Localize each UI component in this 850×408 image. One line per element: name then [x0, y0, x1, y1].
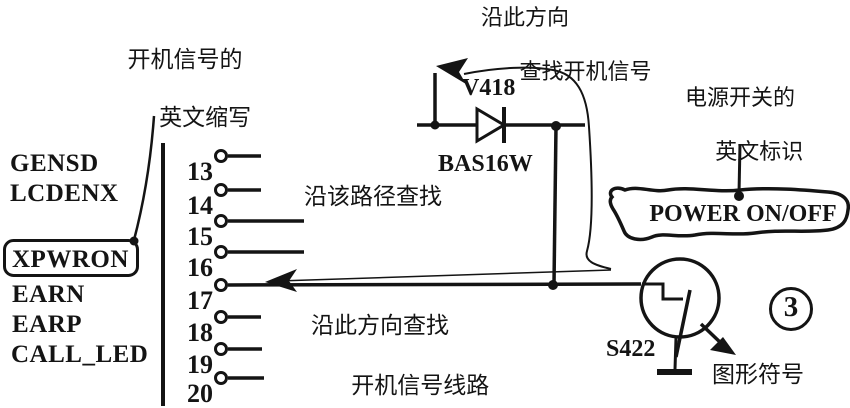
abbr-note-leader	[129, 115, 156, 246]
abbr-note-line1: 开机信号的	[127, 47, 243, 72]
pin-number-18: 18	[187, 318, 213, 347]
abbr-note: 开机信号的 英文缩写	[105, 45, 265, 132]
abbr-note-line2: 英文缩写	[159, 105, 252, 130]
signal-label-xpwron: XPWRON	[12, 246, 129, 273]
signal-label-gensd: GENSD	[10, 150, 99, 177]
trace-up-note-line2: 查找开机信号	[519, 59, 652, 84]
trace-up-arrow	[436, 58, 612, 270]
connector-pin-header	[161, 143, 304, 406]
pin-number-14: 14	[187, 191, 213, 220]
graphic-symbol-arrow	[699, 322, 736, 355]
pin-number-17: 17	[187, 286, 213, 315]
diode-symbol	[417, 73, 585, 285]
trace-path-note: 沿该路径查找	[304, 184, 442, 209]
trace-up-note: 沿此方向 查找开机信号	[481, 4, 652, 85]
trace-left-note-line1: 沿此方向查找	[311, 313, 449, 338]
signal-label-call-led: CALL_LED	[11, 341, 149, 368]
diode-ref-label: V418	[462, 75, 516, 101]
graphic-symbol-note: 图形符号	[712, 362, 804, 387]
power-label-note: 电源开关的 英文标识	[665, 84, 815, 165]
switch-symbol	[639, 257, 721, 370]
power-label-note-line1: 电源开关的	[684, 85, 795, 110]
signal-label-earn: EARN	[12, 281, 85, 308]
power-note-leader	[734, 143, 744, 201]
signal-label-earp: EARP	[12, 311, 83, 338]
power-onoff-bubble	[608, 186, 850, 242]
trace-up-note-line1: 沿此方向	[481, 5, 570, 30]
signal-label-lcdenx: LCDENX	[10, 180, 119, 207]
power-label-note-line2: 英文标识	[715, 139, 804, 164]
trace-left-note-line2: 开机信号线路	[351, 373, 490, 398]
power-onoff-label: POWER ON/OFF	[649, 201, 837, 227]
pin-number-20: 20	[187, 379, 213, 408]
pin-number-13: 13	[187, 157, 213, 186]
xpwron-box	[3, 239, 139, 277]
switch-ref-label: S422	[606, 336, 656, 362]
trace-left-note: 沿此方向查找 开机信号线路	[311, 311, 489, 401]
diode-part-label: BAS16W	[438, 151, 533, 177]
pin-number-19: 19	[187, 350, 213, 379]
pin-number-16: 16	[187, 253, 213, 282]
figure-number: 3	[783, 291, 799, 323]
trace-left-arrow	[265, 269, 612, 292]
pin-number-15: 15	[187, 222, 213, 251]
figure-number-circle	[769, 287, 813, 331]
